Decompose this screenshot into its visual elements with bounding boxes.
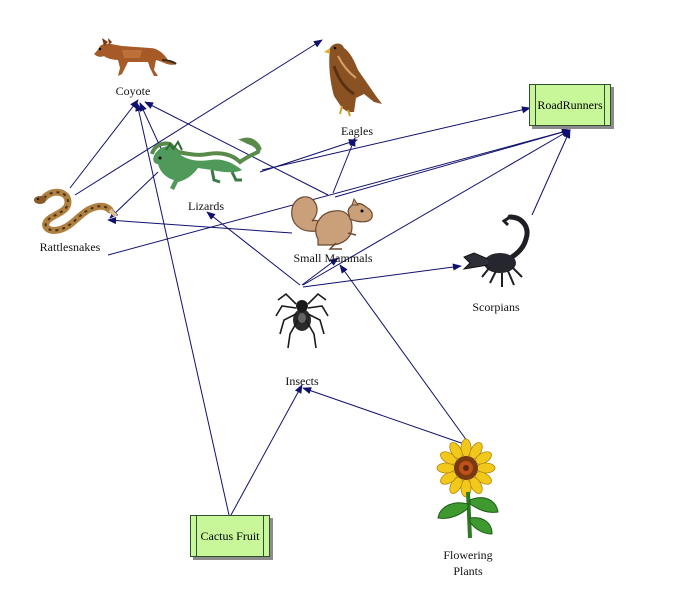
arrow-cactusfruit-insects	[230, 384, 303, 516]
label-lizards: Lizards	[188, 199, 224, 213]
arrow-lizards-roadrunners	[261, 106, 531, 171]
box-inner-border	[535, 85, 605, 125]
squirrel-icon	[291, 196, 373, 250]
label-small-mammals: Small Mammals	[293, 251, 373, 265]
rattlesnake-icon	[34, 188, 118, 234]
arrow-rattlesnakes-eagles	[74, 39, 323, 196]
eagle-icon	[324, 43, 382, 117]
arrow-insects-roadrunners	[302, 129, 571, 286]
label-rattlesnakes: Rattlesnakes	[39, 240, 101, 254]
label-insects: Insects	[285, 374, 319, 388]
arrow-insects-smallmammals	[301, 257, 339, 286]
label-flowering-plants-line2: Plants	[453, 564, 483, 578]
arrow-scorpians-roadrunners	[531, 129, 571, 216]
coyote-icon	[94, 38, 177, 76]
arrow-smallmammals-coyote	[144, 101, 329, 196]
arrow-smallmammals-rattlesnakes	[107, 216, 293, 234]
arrow-lizards-rattlesnakes	[109, 171, 159, 219]
node-cactus-fruit: Cactus Fruit	[190, 515, 270, 557]
arrow-flowering-smallmammals	[339, 264, 471, 446]
label-cactus-fruit: Cactus Fruit	[200, 528, 260, 543]
arrow-flowering-insects	[302, 387, 468, 446]
sunflower-icon	[436, 438, 499, 539]
label-roadrunners: RoadRunners	[537, 97, 603, 112]
arrow-insects-scorpians	[302, 263, 462, 288]
arrow-smallmammals-roadrunners	[334, 128, 571, 198]
box-inner-border	[196, 516, 264, 556]
arrow-insects-lizards	[206, 211, 301, 286]
arrow-cactusfruit-coyote	[135, 102, 230, 516]
arrow-rattlesnakes-roadrunners	[107, 128, 571, 256]
arrow-smallmammals-eagles	[332, 137, 356, 194]
lizard-icon	[150, 137, 262, 190]
label-eagles: Eagles	[341, 124, 373, 138]
label-flowering-plants-line1: Flowering	[443, 548, 493, 562]
label-coyote: Coyote	[115, 84, 151, 98]
spider-icon	[275, 292, 329, 349]
node-roadrunners: RoadRunners	[529, 84, 611, 126]
label-scorpians: Scorpians	[472, 300, 520, 314]
scorpion-icon	[462, 214, 530, 287]
arrow-rattlesnakes-coyote	[69, 99, 139, 189]
